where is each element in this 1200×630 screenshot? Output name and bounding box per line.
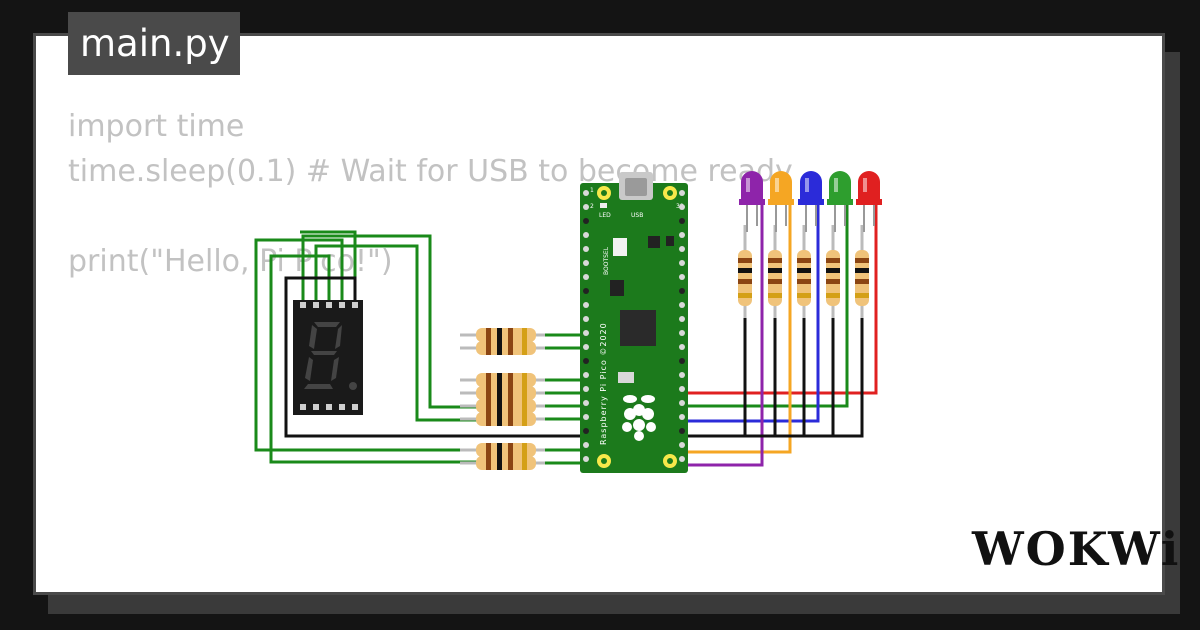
wire-green [269,254,478,464]
pin-hole[interactable] [583,442,589,448]
pin-hole[interactable] [583,386,589,392]
raspberry-logo [622,395,656,441]
pin-hole[interactable] [679,330,685,336]
wire-orange [686,204,792,454]
resistor[interactable] [768,225,782,318]
pico-pins[interactable] [583,190,685,462]
rp2040-chip [620,310,656,346]
resistor[interactable] [826,225,840,318]
label-usb: USB [631,212,643,219]
led[interactable] [827,171,853,232]
wire-black [284,276,590,438]
led[interactable] [798,171,824,232]
pin-hole[interactable] [679,344,685,350]
pin-hole[interactable] [583,316,589,322]
code-line: import time [68,109,245,144]
resistor[interactable] [460,443,545,457]
resistor[interactable] [460,386,545,400]
resistors-left[interactable] [460,328,545,470]
board-title: Raspberry Pi Pico ©2020 [599,322,608,445]
wire-blue [686,204,820,423]
pin-hole[interactable] [583,330,589,336]
pin-hole[interactable] [583,372,589,378]
display-pins [300,302,358,410]
pin-hole[interactable] [679,204,685,210]
pin-hole[interactable] [679,246,685,252]
pin-hole[interactable] [679,274,685,280]
resistor[interactable] [855,225,869,318]
segments [304,322,357,390]
wire-purple [686,204,764,467]
file-tab[interactable]: main.py [68,12,240,75]
leds[interactable] [739,171,882,232]
pin-hole[interactable] [679,442,685,448]
resistor[interactable] [460,456,545,470]
label-pin2: 2 [590,203,594,210]
pico-board[interactable]: LED USB 1 2 39 BOOTSEL Raspberry Pi Pico… [580,172,688,473]
wire-green [254,238,478,452]
bootsel-button[interactable] [613,238,627,256]
pin-hole[interactable] [583,246,589,252]
pin-hole[interactable] [679,414,685,420]
led[interactable] [856,171,882,232]
pin-hole[interactable] [583,190,589,196]
resistor[interactable] [460,373,545,387]
pin-hole[interactable] [583,218,589,224]
pin-hole[interactable] [679,386,685,392]
pin-hole[interactable] [583,456,589,462]
label-pin1: 1 [590,187,594,194]
wire-green [301,234,478,409]
resistors-right[interactable] [738,225,869,318]
label-led: LED [599,212,611,219]
pin-hole[interactable] [679,218,685,224]
pin-hole[interactable] [679,358,685,364]
led[interactable] [768,171,794,232]
pin-hole[interactable] [583,232,589,238]
label-bootsel: BOOTSEL [603,246,610,275]
pin-hole[interactable] [583,274,589,280]
pin-hole[interactable] [679,456,685,462]
pin-hole[interactable] [583,204,589,210]
pin-hole[interactable] [679,316,685,322]
resistor[interactable] [460,412,545,426]
pin-hole[interactable] [679,372,685,378]
led-indicator [600,203,607,208]
resistor[interactable] [460,341,545,355]
pin-hole[interactable] [583,260,589,266]
wire-red [686,204,878,395]
resistor[interactable] [460,328,545,342]
pin-hole[interactable] [679,190,685,196]
led[interactable] [739,171,765,232]
resistor[interactable] [460,399,545,413]
wire-green [314,244,478,422]
pin-hole[interactable] [679,232,685,238]
pin-hole[interactable] [679,400,685,406]
pin-hole[interactable] [679,260,685,266]
pin-hole[interactable] [583,414,589,420]
wire-green [686,204,849,408]
pin-hole[interactable] [583,288,589,294]
resistor[interactable] [797,225,811,318]
pin-hole[interactable] [583,400,589,406]
pin-hole[interactable] [679,302,685,308]
pin-hole[interactable] [583,428,589,434]
wokwi-logo: WOKWi [972,522,1181,576]
seven-segment-display[interactable] [293,300,363,415]
code-line: time.sleep(0.1) # Wait for USB to become… [68,154,793,189]
pin-hole[interactable] [679,428,685,434]
pin-hole[interactable] [583,302,589,308]
pin-hole[interactable] [583,344,589,350]
pin-hole[interactable] [679,288,685,294]
resistor[interactable] [738,225,752,318]
pin-hole[interactable] [583,358,589,364]
